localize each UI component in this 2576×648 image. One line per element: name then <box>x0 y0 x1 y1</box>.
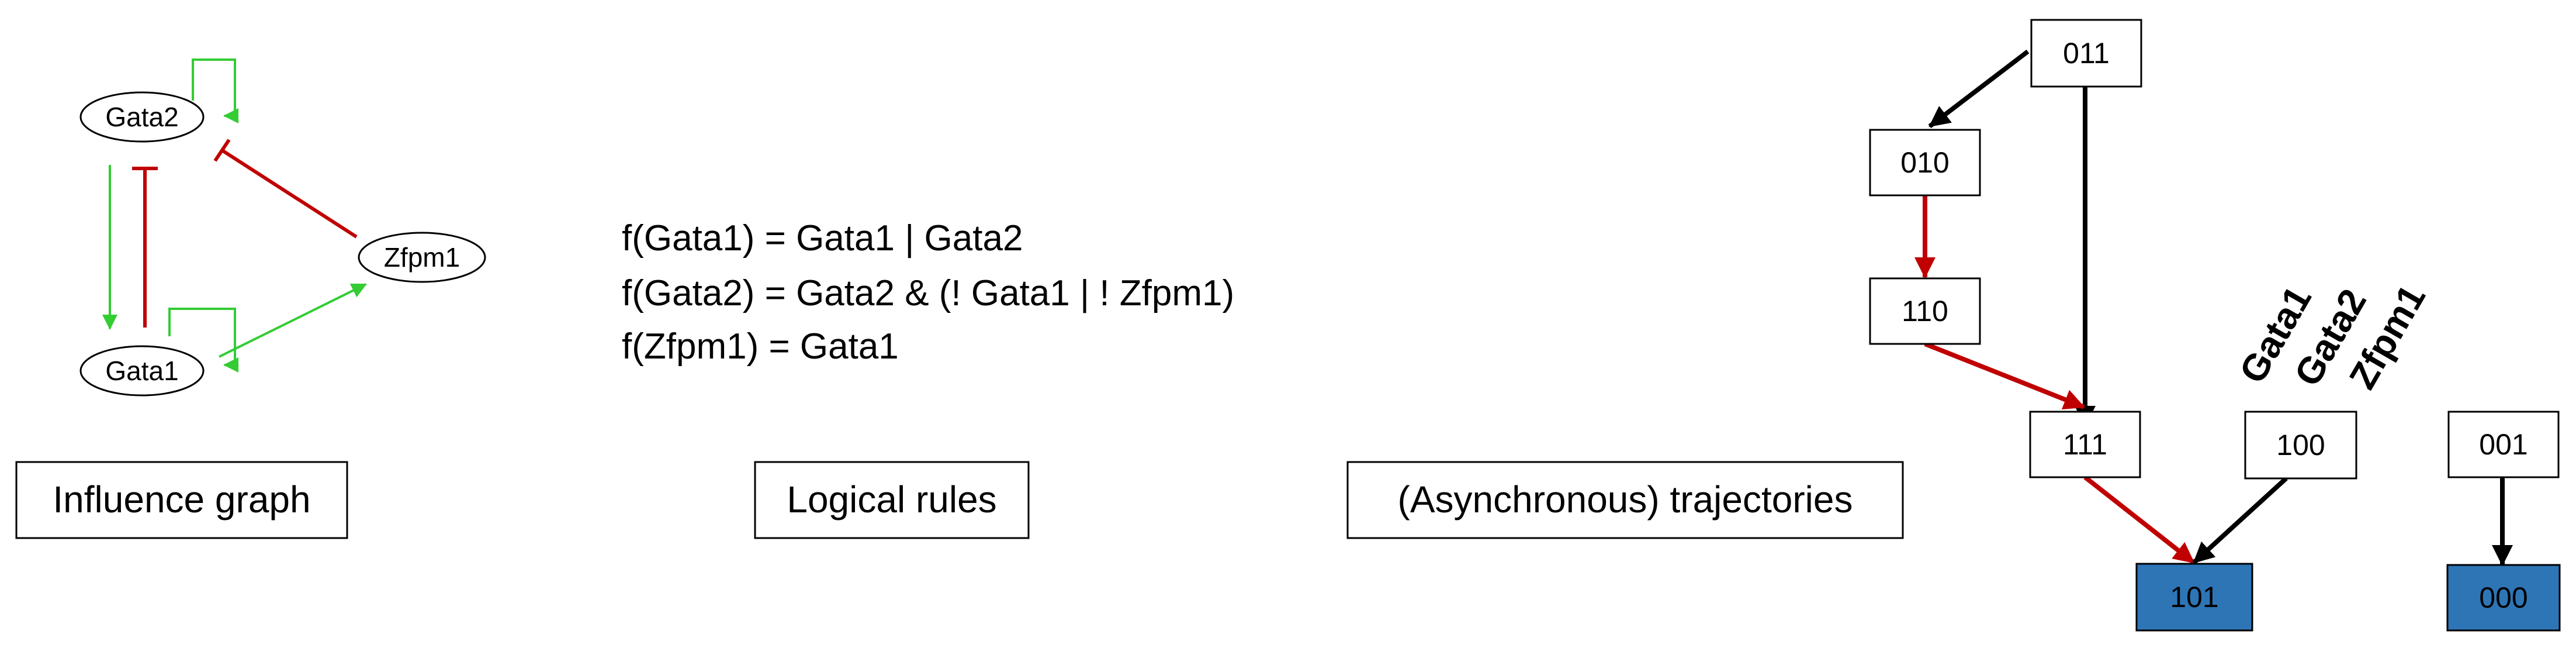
logical-rules-caption-box <box>754 461 1030 539</box>
rule-zfpm1: f(Zfpm1) = Gata1 <box>622 326 899 367</box>
zfpm1-node <box>358 232 486 283</box>
trajectories: (Asynchronous) trajectories 011 010 110 … <box>1346 19 2561 632</box>
influence-graph-caption: Influence graph <box>53 478 310 521</box>
transition-011-to-010 <box>1928 49 2030 129</box>
rule-gata1: f(Gata1) = Gata1 | Gata2 <box>622 218 1023 258</box>
influence-graph: Gata2 Gata1 Zfpm1 Influence graph <box>15 58 486 539</box>
transition-100-to-101 <box>2192 477 2288 564</box>
state-001-box <box>2447 411 2560 478</box>
zfpm1-node-label: Zfpm1 <box>384 242 460 273</box>
state-110-label: 110 <box>1902 295 1948 328</box>
logical-rules: f(Gata1) = Gata1 | Gata2 f(Gata2) = Gata… <box>622 218 1234 539</box>
gata1-node-label: Gata1 <box>105 356 178 386</box>
attractor-state-101-box <box>2135 563 2253 632</box>
state-111-label: 111 <box>2063 428 2107 461</box>
state-100-label: 100 <box>2276 429 2325 461</box>
logical-rules-caption: Logical rules <box>787 478 996 521</box>
state-011-box <box>2030 19 2142 88</box>
gata2-node-label: Gata2 <box>105 102 178 132</box>
attractor-state-101-label: 101 <box>2170 581 2218 613</box>
state-010-box <box>1869 129 1981 197</box>
attractor-state-000-box <box>2446 564 2561 632</box>
transition-110-to-111 <box>1924 342 2085 410</box>
gata1-activates-zfpm1-edge <box>219 283 367 358</box>
gata2-self-activation-edge <box>192 58 238 123</box>
influence-graph-caption-box <box>15 461 348 539</box>
zfpm1-inhibits-gata2-edge <box>221 149 358 239</box>
state-111-box <box>2029 411 2141 478</box>
transition-111-to-101 <box>2083 475 2196 565</box>
zfpm1-inhibits-gata2-bar <box>213 139 231 162</box>
state-011-label: 011 <box>2063 37 2110 70</box>
state-100-box <box>2244 411 2357 480</box>
attractor-state-000-label: 000 <box>2479 581 2527 614</box>
trajectories-caption-box <box>1346 461 1904 539</box>
state-010-label: 010 <box>1900 146 1949 179</box>
gata1-node <box>79 345 205 397</box>
gata1-self-activation-edge <box>168 308 238 373</box>
gata2-node <box>79 91 205 143</box>
state-001-label: 001 <box>2479 428 2527 461</box>
trajectories-caption: (Asynchronous) trajectories <box>1398 478 1853 521</box>
rule-gata2: f(Gata2) = Gata2 & (! Gata1 | ! Zfpm1) <box>622 273 1234 313</box>
state-110-box <box>1869 277 1981 345</box>
